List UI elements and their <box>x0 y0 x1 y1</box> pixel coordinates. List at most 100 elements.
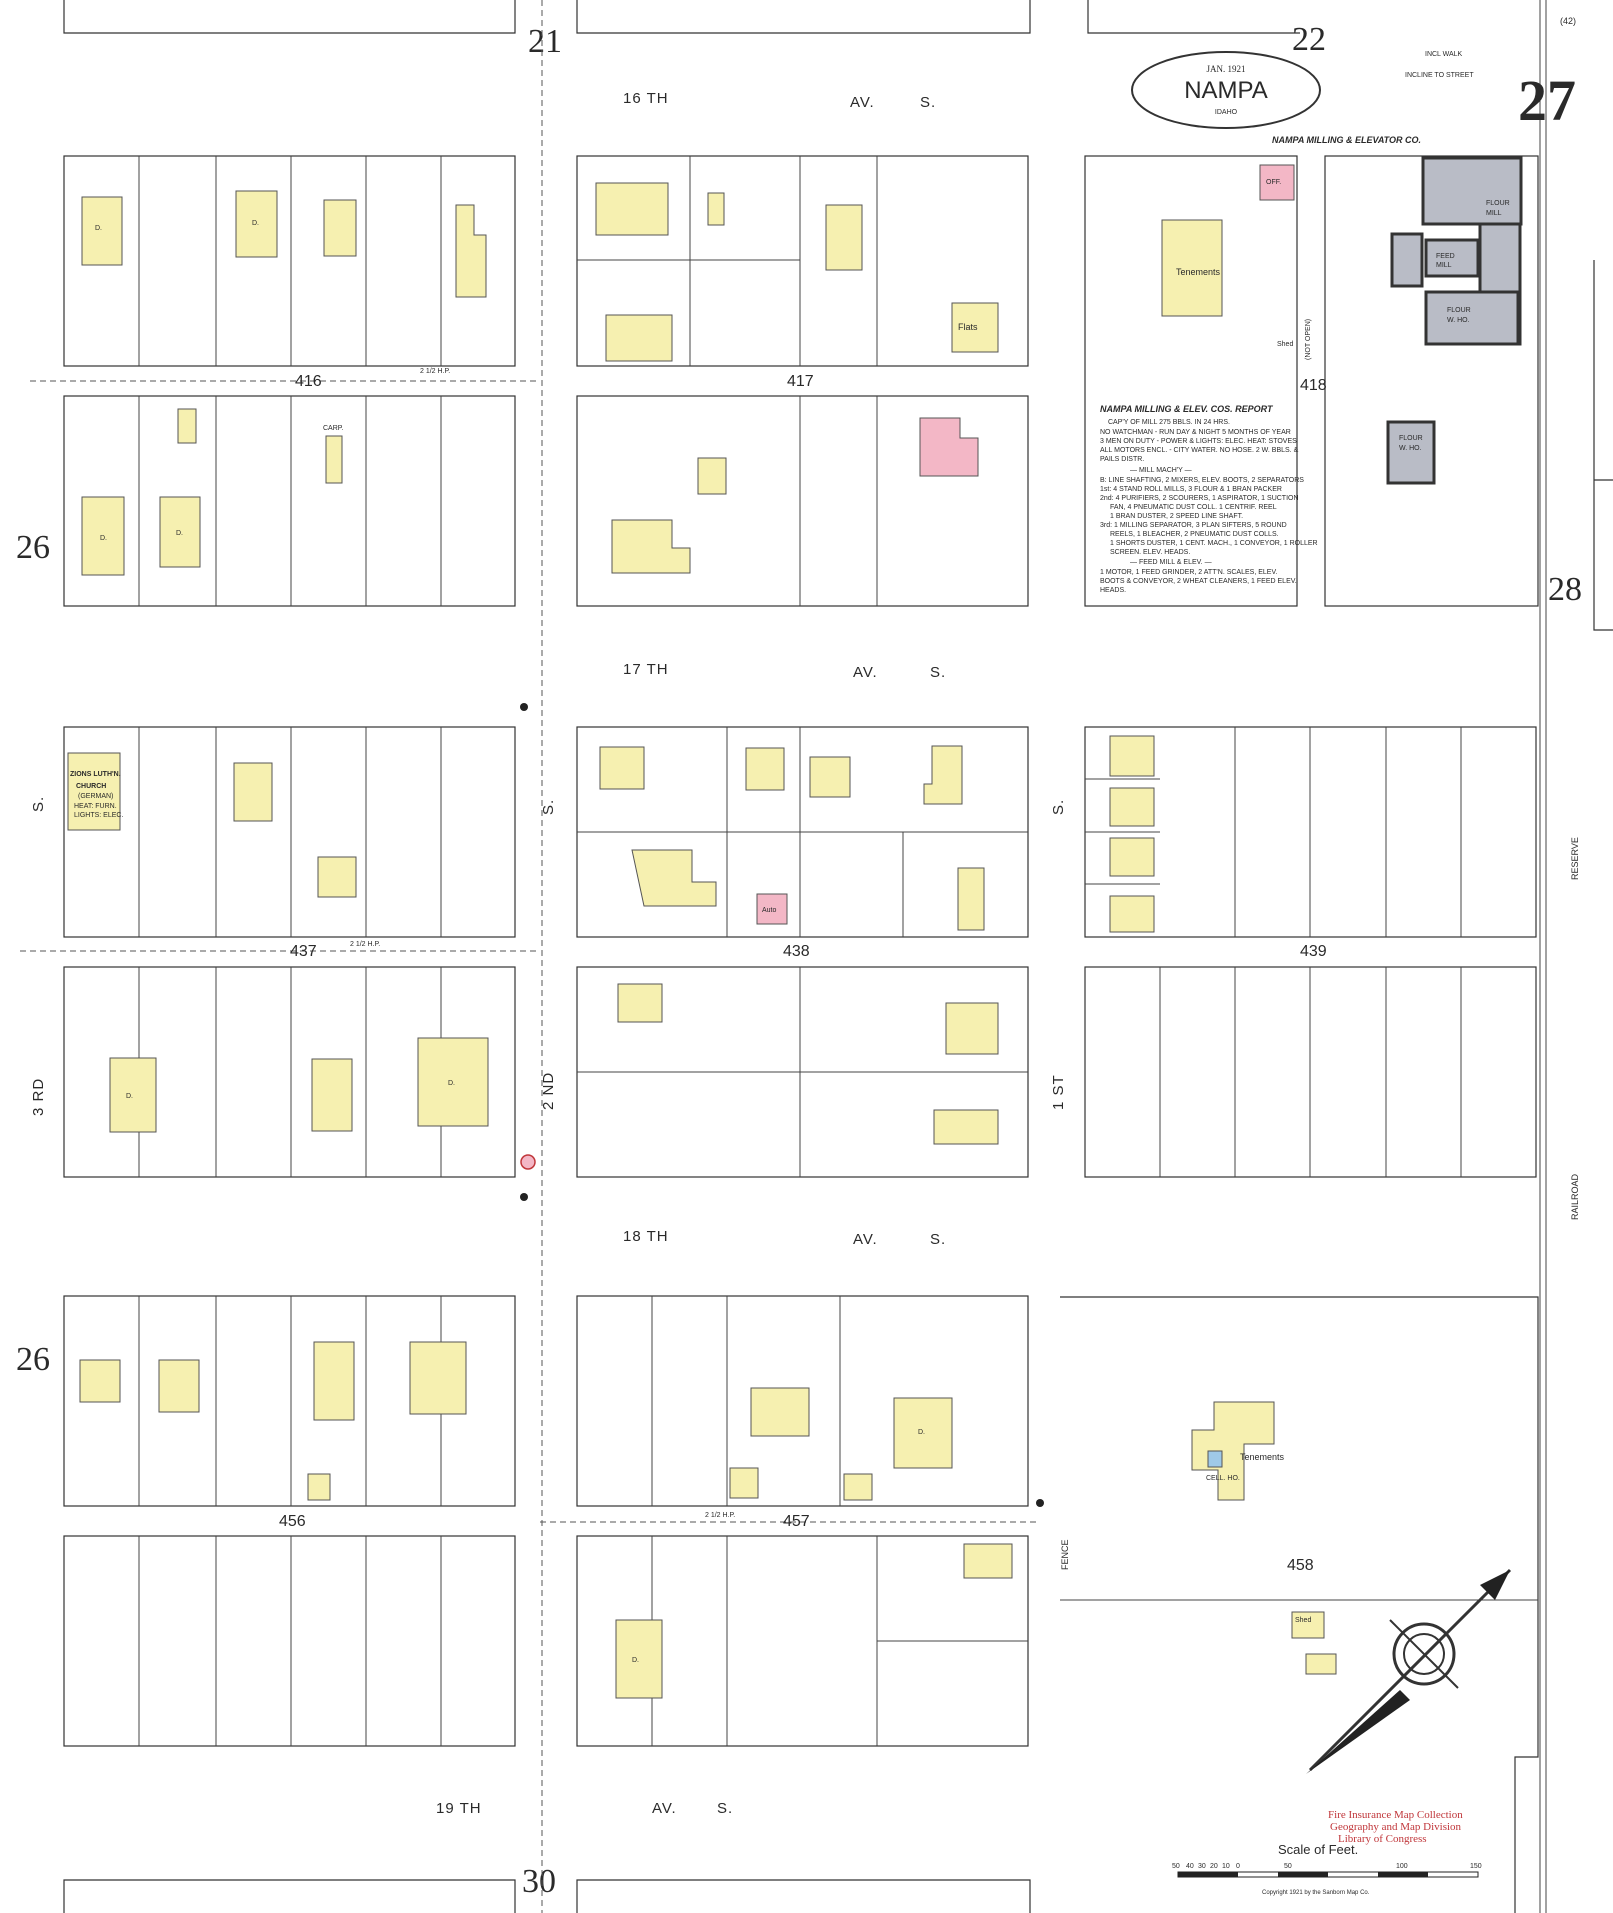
scale-tick-5: 0 <box>1236 1863 1240 1870</box>
compass-rose-icon <box>1306 1568 1512 1774</box>
report-line-0: CAP'Y OF MILL 275 BBLS. IN 24 HRS. <box>1108 419 1230 426</box>
hydrant-icons <box>520 703 1044 1507</box>
street-1st: 1 ST <box>1050 1074 1067 1110</box>
report-line-7: 1st: 4 STAND ROLL MILLS, 3 FLOUR & 1 BRA… <box>1100 486 1282 493</box>
block-456: 456 <box>279 1513 306 1530</box>
label-flour-wh-lower-1: FLOUR <box>1399 435 1423 442</box>
scale-tick-4: 10 <box>1222 1863 1230 1870</box>
mill-report: NAMPA MILLING & ELEV. COS. REPORT CAP'Y … <box>1100 404 1318 594</box>
street-18th-s: S. <box>930 1231 946 1248</box>
mill-complex <box>1386 156 1523 485</box>
report-line-4: PAILS DISTR. <box>1100 456 1144 463</box>
sheet-ref-21: 21 <box>528 23 562 60</box>
label-alley-437: 2 1/2 H.P. <box>350 941 380 948</box>
title-cartouche: JAN. 1921 NAMPA IDAHO <box>1131 51 1321 129</box>
street-19th-s: S. <box>717 1800 733 1817</box>
label-alley-416: 2 1/2 H.P. <box>420 368 450 375</box>
street-19th-av: AV. <box>652 1800 677 1817</box>
street-2nd-s: S. <box>540 799 557 815</box>
sheet-number: 27 <box>1518 68 1576 133</box>
report-line-3: ALL MOTORS ENCL. - CITY WATER. NO HOSE. … <box>1100 447 1299 454</box>
report-line-13: 1 SHORTS DUSTER, 1 CENT. MACH., 1 CONVEY… <box>1110 540 1318 547</box>
street-17th-av: AV. <box>853 664 878 681</box>
report-line-8: 2nd: 4 PURIFIERS, 2 SCOURERS, 1 ASPIRATO… <box>1100 495 1299 502</box>
scale-tick-1: 40 <box>1186 1863 1194 1870</box>
street-railroad: RAILROAD <box>1570 1173 1580 1220</box>
street-fence: FENCE <box>1060 1539 1070 1570</box>
label-dwelling-6: D. <box>448 1080 455 1087</box>
street-16th-s: S. <box>920 94 936 111</box>
label-dwelling-7: D. <box>632 1657 639 1664</box>
church-german: (GERMAN) <box>78 793 113 800</box>
street-2nd: 2 ND <box>540 1072 557 1110</box>
label-flour-wh-2: W. HO. <box>1447 317 1470 324</box>
corner-note: (42) <box>1560 16 1576 26</box>
scale-tick-7: 100 <box>1396 1863 1408 1870</box>
label-flats: Flats <box>958 322 978 332</box>
label-tenements-upper: Tenements <box>1176 267 1221 277</box>
street-labels: 16 TH AV. S. 17 TH AV. S. 18 TH AV. S. 1… <box>30 51 1580 1817</box>
street-3rd-s: S. <box>30 796 47 812</box>
block-418: 418 <box>1300 377 1327 394</box>
label-dwelling-5: D. <box>126 1093 133 1100</box>
label-feed-mill-1: FEED <box>1436 253 1455 260</box>
label-cell: CELL. HO. <box>1206 1475 1240 1482</box>
buildings-row-2 <box>67 735 1155 1145</box>
blocks-row-2 <box>63 726 1537 1178</box>
block-438: 438 <box>783 943 810 960</box>
sheet-frame <box>63 0 1613 1913</box>
blocks-row-1 <box>63 155 1539 607</box>
church-word: CHURCH <box>76 783 106 790</box>
street-16th-av: AV. <box>850 94 875 111</box>
report-line-11: 3rd: 1 MILLING SEPARATOR, 3 PLAN SIFTERS… <box>1100 522 1287 529</box>
buildings-row-3 <box>79 1341 1337 1699</box>
church-name: ZIONS LUTH'N. <box>70 771 121 778</box>
report-line-17: BOOTS & CONVEYOR, 2 WHEAT CLEANERS, 1 FE… <box>1100 578 1297 585</box>
block-numbers: 416 417 418 437 438 439 456 457 458 <box>279 373 1327 1574</box>
street-19th: 19 TH <box>436 1800 482 1817</box>
block-437: 437 <box>290 943 317 960</box>
sheet-ref-30: 30 <box>522 1863 556 1900</box>
report-line-6: B: LINE SHAFTING, 2 MIXERS, ELEV. BOOTS,… <box>1100 477 1304 484</box>
map-date: JAN. 1921 <box>1206 64 1245 74</box>
street-reserve: RESERVE <box>1570 837 1580 880</box>
blocks-row-3 <box>63 1295 1539 1913</box>
label-dwelling-3: D. <box>100 535 107 542</box>
block-417: 417 <box>787 373 814 390</box>
zions-church: ZIONS LUTH'N. CHURCH (GERMAN) HEAT: FURN… <box>67 752 123 831</box>
not-open-label: (NOT OPEN) <box>1305 319 1312 360</box>
church-lights: LIGHTS: ELEC. <box>74 812 123 819</box>
label-flour-wh-1: FLOUR <box>1447 307 1471 314</box>
label-shed-lower: Shed <box>1295 1617 1311 1624</box>
label-dwelling-2: D. <box>252 220 259 227</box>
report-line-5: — MILL MACH'Y — <box>1130 467 1192 474</box>
map-state: IDAHO <box>1215 109 1238 116</box>
label-tenements-lower: Tenements <box>1240 1452 1285 1462</box>
report-line-12: REELS, 1 BLEACHER, 2 PNEUMATIC DUST COLL… <box>1110 531 1279 538</box>
report-line-16: 1 MOTOR, 1 FEED GRINDER, 2 ATT'N. SCALES… <box>1100 569 1277 576</box>
block-458: 458 <box>1287 1557 1314 1574</box>
scale-tick-8: 150 <box>1470 1863 1482 1870</box>
scale-tick-2: 30 <box>1198 1863 1206 1870</box>
sheet-ref-22: 22 <box>1292 21 1326 58</box>
scale-title: Scale of Feet. <box>1278 1842 1358 1857</box>
library-stamp: Fire Insurance Map Collection Geography … <box>1328 1809 1463 1845</box>
stamp-line-1: Fire Insurance Map Collection <box>1328 1809 1463 1821</box>
street-16th: 16 TH <box>623 90 669 107</box>
street-3rd: 3 RD <box>30 1078 47 1116</box>
stamp-line-3: Library of Congress <box>1338 1833 1427 1845</box>
label-auto-pink: Auto <box>762 907 777 914</box>
report-line-2: 3 MEN ON DUTY - POWER & LIGHTS: ELEC. HE… <box>1100 438 1297 445</box>
mill-company-label: NAMPA MILLING & ELEVATOR CO. <box>1272 135 1421 145</box>
street-17th: 17 TH <box>623 661 669 678</box>
buildings-row-1 <box>81 164 1295 576</box>
label-carp: CARP. <box>323 425 344 432</box>
scale-tick-0: 50 <box>1172 1863 1180 1870</box>
street-1st-s: S. <box>1050 799 1067 815</box>
label-dwelling-1: D. <box>95 225 102 232</box>
sheet-ref-28: 28 <box>1548 571 1582 608</box>
report-title: NAMPA MILLING & ELEV. COS. REPORT <box>1100 404 1274 414</box>
label-shed-upper: Shed <box>1277 341 1293 348</box>
label-flour-mill-1: FLOUR <box>1486 200 1510 207</box>
scale-bar: Scale of Feet. 50 40 30 20 10 0 50 100 1… <box>1172 1842 1482 1878</box>
